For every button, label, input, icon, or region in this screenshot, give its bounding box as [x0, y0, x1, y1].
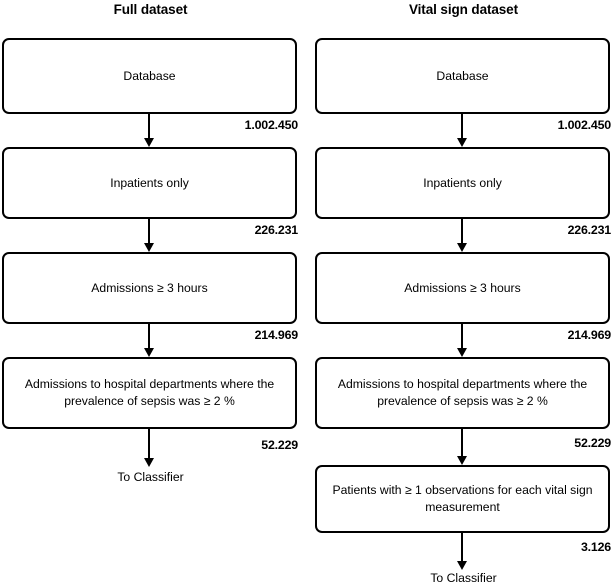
edge-count-vital-2: 226.231 [567, 223, 612, 237]
arrowhead-icon [456, 243, 467, 252]
edge-vital-database-to-inpatients [456, 114, 467, 147]
edge-full-sepsis-to-classifier [143, 429, 154, 467]
edge-count-vital-5: 3.126 [580, 540, 611, 554]
arrowhead-icon [143, 458, 154, 467]
node-full-database[interactable]: Database [2, 38, 297, 114]
node-full-admissions-3-hours[interactable]: Admissions ≥ 3 hours [2, 252, 297, 324]
node-label: Inpatients only [110, 175, 189, 190]
node-label: Patients with ≥ 1 observations for each … [332, 483, 593, 514]
node-label: Admissions ≥ 3 hours [91, 280, 208, 295]
edge-vital-sepsis-to-observations [456, 429, 467, 465]
arrowhead-icon [456, 138, 467, 147]
column-vital-sign-dataset: Vital sign dataset Database 1.002.450 In… [313, 0, 614, 588]
arrowhead-icon [143, 138, 154, 147]
node-full-sepsis-prevalence[interactable]: Admissions to hospital departments where… [2, 357, 297, 429]
edge-vital-inpatients-to-admissions [456, 219, 467, 252]
node-label: Admissions to hospital departments where… [337, 377, 588, 408]
column-full-dataset: Full dataset Database 1.002.450 Inpatien… [0, 0, 301, 588]
node-label: Admissions ≥ 3 hours [404, 280, 521, 295]
edge-count-full-1: 1.002.450 [244, 118, 299, 132]
node-vital-database[interactable]: Database [315, 38, 610, 114]
edge-count-vital-1: 1.002.450 [557, 118, 612, 132]
node-label: Admissions to hospital departments where… [24, 377, 275, 408]
edge-full-inpatients-to-admissions [143, 219, 154, 252]
arrowhead-icon [143, 348, 154, 357]
node-label: Inpatients only [423, 175, 502, 190]
column-title-vital-sign-dataset: Vital sign dataset [409, 2, 518, 17]
node-label: Database [436, 68, 489, 83]
column-title-full-dataset: Full dataset [113, 2, 188, 17]
arrowhead-icon [456, 456, 467, 465]
edge-count-vital-3: 214.969 [567, 328, 612, 342]
edge-count-full-4: 52.229 [261, 438, 298, 452]
node-vital-patients-observations[interactable]: Patients with ≥ 1 observations for each … [315, 465, 610, 533]
arrowhead-icon [456, 348, 467, 357]
edge-full-database-to-inpatients [143, 114, 154, 147]
edge-vital-observations-to-classifier [456, 533, 467, 570]
terminal-full-to-classifier: To Classifier [117, 470, 184, 484]
edge-count-full-3: 214.969 [254, 328, 299, 342]
node-vital-admissions-3-hours[interactable]: Admissions ≥ 3 hours [315, 252, 610, 324]
node-vital-sepsis-prevalence[interactable]: Admissions to hospital departments where… [315, 357, 610, 429]
terminal-vital-to-classifier: To Classifier [430, 571, 497, 585]
arrowhead-icon [143, 243, 154, 252]
arrowhead-icon [456, 561, 467, 570]
edge-count-vital-4: 52.229 [574, 436, 611, 450]
edge-full-admissions-to-sepsis [143, 324, 154, 357]
edge-count-full-2: 226.231 [254, 223, 299, 237]
node-label: Database [123, 68, 176, 83]
node-full-inpatients-only[interactable]: Inpatients only [2, 147, 297, 219]
node-vital-inpatients-only[interactable]: Inpatients only [315, 147, 610, 219]
edge-vital-admissions-to-sepsis [456, 324, 467, 357]
